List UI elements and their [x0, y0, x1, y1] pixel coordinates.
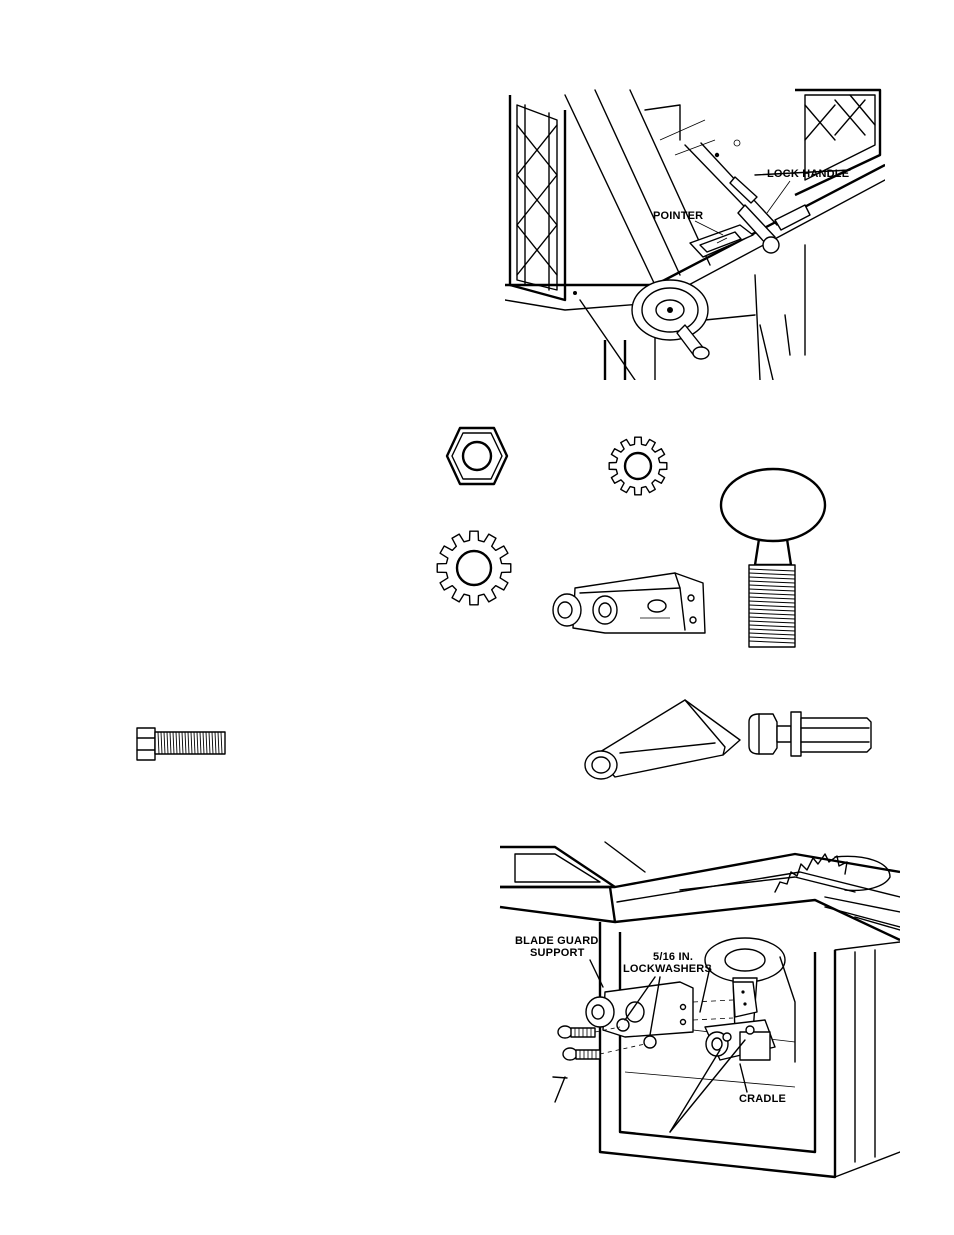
hex-nut-icon: [444, 425, 510, 487]
pointer-leader: [695, 221, 723, 235]
hex-bolt-figure: [134, 722, 230, 764]
figure-blade-guard-support-install: BLADE GUARD SUPPORT 5/16 IN. LOCKWASHERS…: [495, 832, 900, 1202]
cradle-part-figure: [575, 695, 745, 785]
installed-cradle: [705, 1020, 775, 1060]
large-lockwasher-figure: [434, 528, 514, 608]
hex-nut-figure: [444, 425, 510, 487]
thumb-screw-icon: [715, 465, 835, 655]
large-lockwasher-icon: [434, 528, 514, 608]
small-lockwasher-icon: [606, 434, 670, 498]
lock-handle-label: LOCK HANDLE: [767, 168, 849, 180]
miter-lock-illustration: LOCK HANDLE POINTER: [505, 85, 885, 380]
thumb-screw-figure: [715, 465, 835, 655]
pivot-stud-icon: [745, 708, 875, 760]
pointer-block: [690, 225, 753, 257]
figure-miter-lock: LOCK HANDLE POINTER: [505, 85, 885, 380]
pivot-stud-figure: [745, 708, 875, 760]
cradle-label: CRADLE: [739, 1093, 786, 1105]
blade-guard-support-figure: [545, 568, 710, 640]
pointer-label: POINTER: [653, 210, 703, 222]
left-extension-wing: [510, 95, 565, 300]
lock-handle: [738, 170, 850, 253]
lockwashers-label-2: LOCKWASHERS: [623, 963, 712, 975]
lockwashers-label-1: 5/16 IN.: [653, 951, 693, 963]
cradle-part-icon: [575, 695, 745, 785]
hex-bolt-icon: [134, 722, 230, 764]
table-top: [505, 90, 885, 310]
blade-guard-install-illustration: BLADE GUARD SUPPORT 5/16 IN. LOCKWASHERS…: [495, 832, 900, 1202]
lock-handle-leader: [767, 181, 790, 213]
small-lockwasher-figure: [606, 434, 670, 498]
blade-guard-support-label-2: SUPPORT: [530, 947, 585, 959]
blade-guard-support-label-1: BLADE GUARD: [515, 935, 598, 947]
blade-guard-support-icon: [545, 568, 710, 640]
handwheel: [632, 280, 709, 359]
